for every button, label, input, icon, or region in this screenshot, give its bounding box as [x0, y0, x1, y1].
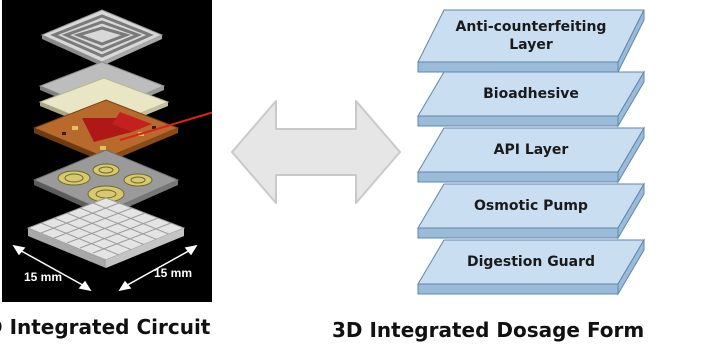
- circuit-board-layer: [32, 99, 180, 163]
- layer-front-face: [417, 283, 619, 295]
- integrated-circuit-image: 15 mm 15 mm: [2, 0, 212, 302]
- dimension-arrows: [12, 244, 198, 292]
- dimension-label-right: 15 mm: [154, 266, 193, 280]
- integrated-circuit-caption: D Integrated Circuit: [0, 315, 211, 339]
- layer-slab: [417, 238, 645, 296]
- layer-front-face: [417, 227, 619, 239]
- layer-label: Anti-counterfeiting Layer: [455, 19, 607, 53]
- layer-front-face: [417, 61, 619, 73]
- double-arrow-icon: [228, 95, 404, 210]
- layer-label: Osmotic Pump: [474, 198, 588, 214]
- layer-label: Digestion Guard: [466, 254, 596, 270]
- layer-front-face: [417, 171, 619, 183]
- layer-label: Bioadhesive: [483, 86, 579, 102]
- dimension-label-left: 15 mm: [24, 270, 63, 284]
- layer-slab: [417, 182, 645, 240]
- layer-front-face: [417, 115, 619, 127]
- layer-label: API Layer: [493, 142, 569, 158]
- grid-base-layer: [26, 197, 186, 268]
- layer-slab: [417, 70, 645, 128]
- arrow-shape: [231, 100, 401, 204]
- dosage-form-caption: 3D Integrated Dosage Form: [332, 318, 645, 342]
- coil-layer: [40, 9, 164, 66]
- layer-slab: [417, 9, 645, 73]
- layer-stack-drawing: [417, 9, 645, 296]
- circuit-layers-illustration: [12, 9, 212, 292]
- pointer-line: [119, 111, 212, 141]
- layer-slab: [417, 126, 645, 184]
